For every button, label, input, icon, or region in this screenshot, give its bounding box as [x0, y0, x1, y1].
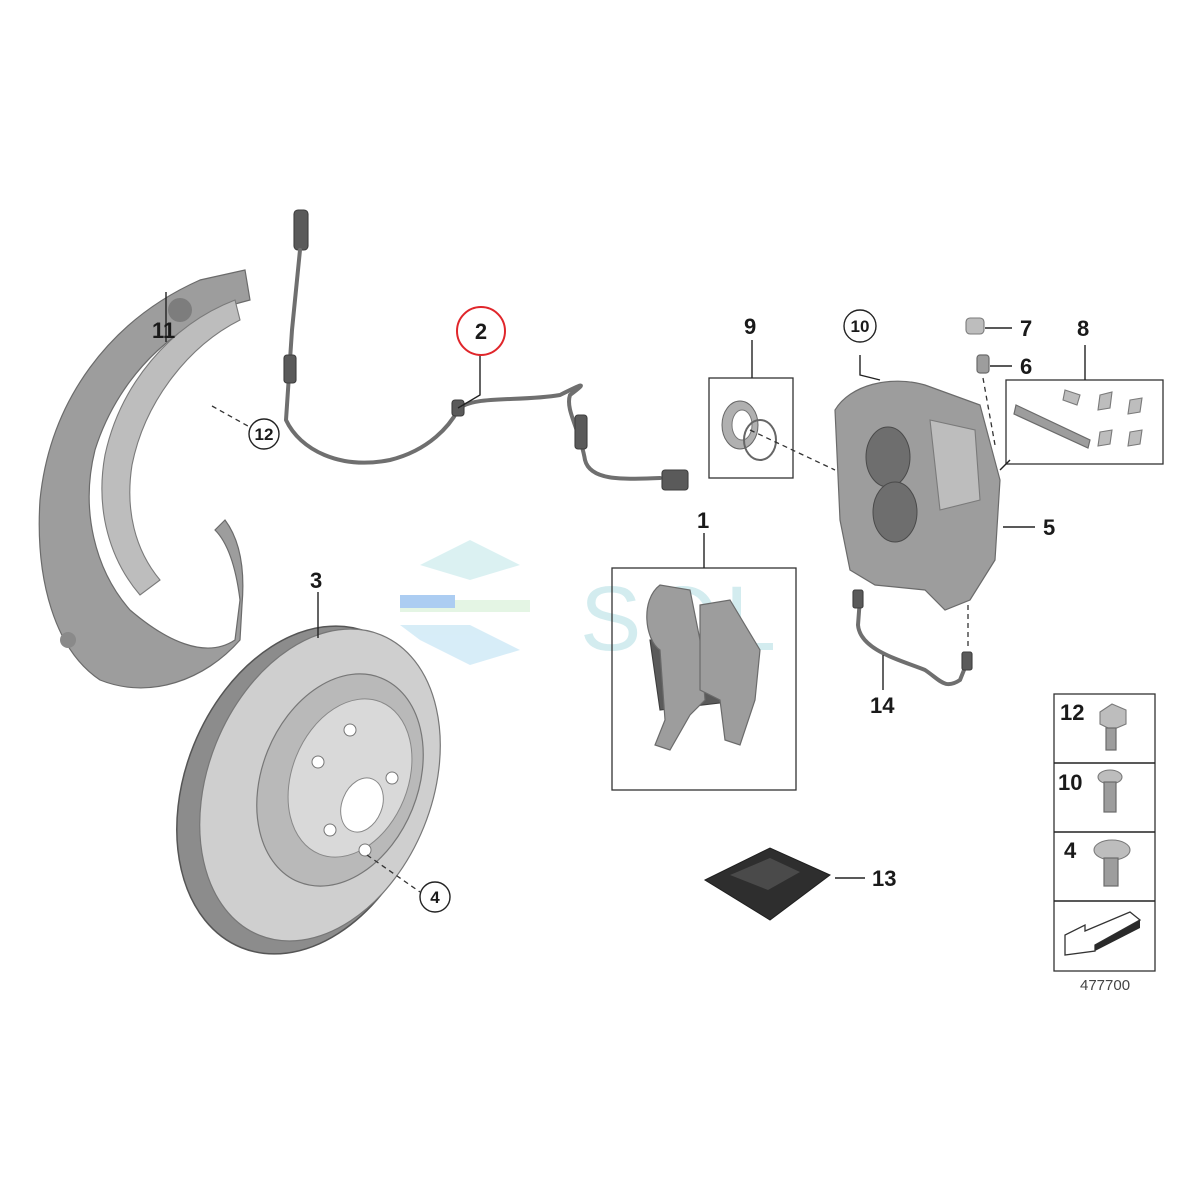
diagram-number: 477700	[1080, 977, 1130, 994]
callout-11: 11	[152, 318, 175, 343]
brake-pads	[611, 567, 797, 791]
watermark-logo-icon	[400, 540, 530, 665]
callout-1: 1	[697, 508, 709, 533]
callout-3: 3	[310, 568, 322, 593]
dust-shield	[38, 269, 251, 689]
seal-kit	[708, 377, 794, 479]
clip-kit-box	[1005, 379, 1164, 465]
torx-bolt-icon	[1097, 769, 1123, 813]
callout-5: 5	[1043, 515, 1055, 540]
clip-kit	[1005, 379, 1164, 465]
bleed-screw	[976, 354, 990, 374]
fastener-legend: 12 10 4 477700	[1053, 693, 1156, 994]
flange-bolt-icon	[1099, 703, 1127, 751]
brake-caliper	[834, 380, 1001, 611]
callout-4-disc: 4	[430, 888, 440, 907]
brake-disc	[176, 625, 441, 955]
callout-9: 9	[744, 314, 756, 339]
callout-13: 13	[872, 866, 896, 891]
bleed-cap	[965, 317, 985, 335]
callout-14: 14	[870, 693, 895, 718]
leader-lines	[165, 292, 1086, 893]
legend-label-4: 4	[1064, 838, 1077, 863]
callout-12-disc: 12	[255, 425, 274, 444]
legend-label-12: 12	[1060, 700, 1084, 725]
callout-10-circle	[843, 309, 877, 343]
callout-2-highlight	[456, 306, 506, 356]
callout-2: 2	[475, 319, 487, 344]
callout-8: 8	[1077, 316, 1089, 341]
brake-hose	[852, 589, 973, 687]
grease-pack	[703, 847, 831, 921]
callout-10-caliper: 10	[851, 317, 870, 336]
callout-4-circle	[419, 881, 451, 913]
seal-kit-box	[708, 377, 794, 479]
countersunk-bolt-icon	[1093, 839, 1131, 887]
callout-12-circle	[248, 418, 280, 450]
legend-label-10: 10	[1058, 770, 1082, 795]
callout-7: 7	[1020, 316, 1032, 341]
direction-arrow-icon	[1064, 911, 1142, 956]
callout-6: 6	[1020, 354, 1032, 379]
callouts: 11 12 2 3 4 1 9 10 7 6 8 5 14 13	[152, 306, 1089, 913]
